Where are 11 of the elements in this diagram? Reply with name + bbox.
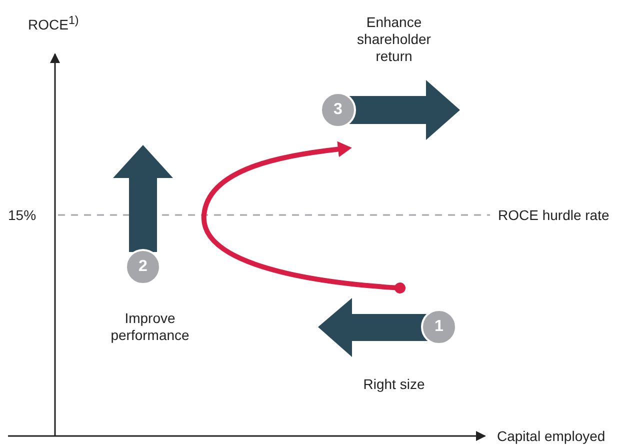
step-caption: Improve performance: [110, 310, 190, 344]
step-number-circle: 3: [320, 92, 356, 128]
step-caption: Enhance shareholder return: [356, 14, 432, 65]
step-number-circle: 2: [125, 249, 161, 285]
axis-title: ROCE$^{1)}$: [28, 13, 79, 34]
axis-title: Capital employed: [497, 428, 606, 445]
step-caption: Right size: [362, 376, 426, 393]
step-number-circle: 1: [421, 309, 457, 345]
axis-tick-label: 15%: [8, 207, 36, 224]
line-label: ROCE hurdle rate: [498, 207, 610, 224]
arrow: [202, 141, 406, 294]
